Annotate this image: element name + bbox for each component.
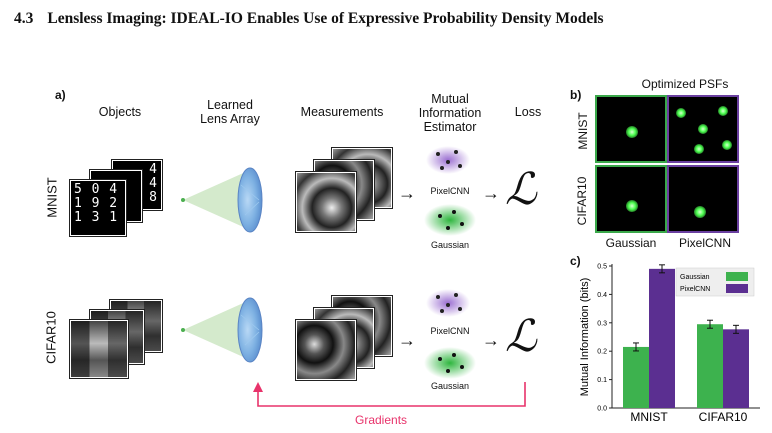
mnist-back-digits-row: 4 (149, 162, 158, 177)
y-tick-label: 0.5 (597, 264, 607, 271)
gradients-label: Gradients (355, 413, 408, 427)
psf-spot (698, 124, 708, 134)
psf-cifar-gaussian (595, 165, 667, 233)
objects-title: Objects (98, 105, 142, 119)
lens-facets (240, 184, 260, 216)
mnist-digits-row: 1 3 1 (74, 210, 119, 225)
psf-mnist-pixelcnn (667, 95, 739, 163)
cifar-object-front (70, 320, 128, 378)
y-axis-label: Mutual Information (bits) (580, 278, 591, 397)
psf-spot (694, 206, 706, 218)
loss-title: Loss (514, 105, 542, 119)
legend-label: Gaussian (680, 274, 710, 281)
legend-swatch (726, 284, 748, 293)
psf-row-label-cifar10: CIFAR10 (575, 176, 589, 226)
x-tick-label: MNIST (630, 410, 668, 424)
psf-spot (626, 200, 638, 212)
psf-col-label-gaussian: Gaussian (605, 236, 657, 250)
lens-mnist (237, 167, 263, 233)
psf-spot (722, 140, 732, 150)
estimator-graphic-cifar (424, 289, 476, 379)
arrow-to-estimator-mnist: → (398, 183, 416, 203)
pixelcnn-label-mnist: PixelCNN (430, 186, 470, 196)
row-label-mnist: MNIST (44, 177, 60, 218)
section-title: Lensless Imaging: IDEAL-IO Enables Use o… (47, 10, 604, 27)
loss-symbol-cifar: ℒ (505, 311, 537, 362)
psf-mnist-gaussian (595, 95, 667, 163)
panel-c-letter: c) (570, 254, 581, 268)
light-cone-mnist (183, 170, 250, 230)
psf-spot (694, 144, 704, 154)
bar-cifar10-gaussian (697, 324, 723, 408)
section-number: 4.3 (14, 10, 34, 27)
gaussian-label-mnist: Gaussian (430, 240, 470, 250)
panel-a-letter: a) (55, 88, 66, 102)
psf-spot (676, 108, 686, 118)
measurement-cifar-front (296, 320, 356, 380)
y-tick-label: 0.0 (597, 406, 607, 413)
bar-mnist-gaussian (623, 346, 649, 408)
x-tick-label: CIFAR10 (699, 410, 748, 424)
psf-spot (718, 106, 728, 116)
lens-title: Learned Lens Array (200, 98, 260, 126)
pixelcnn-points (436, 293, 462, 313)
psf-grid (594, 94, 740, 234)
psf-spot (626, 126, 638, 138)
gradients-arrow (253, 382, 526, 407)
psf-title: Optimized PSFs (641, 77, 729, 91)
estimator-graphic-mnist (424, 146, 476, 236)
measurements-title: Measurements (300, 105, 384, 119)
light-cone-cifar (183, 300, 250, 360)
arrow-to-loss-cifar: → (482, 330, 500, 350)
panel-b-letter: b) (570, 88, 582, 102)
y-tick-label: 0.2 (597, 349, 607, 356)
y-tick-label: 0.4 (597, 292, 607, 299)
bar-cifar10-pixelcnn (723, 329, 749, 408)
estimator-title: Mutual Information Estimator (418, 92, 482, 134)
legend-swatch (726, 272, 748, 281)
gaussian-density-icon (424, 347, 476, 379)
lens-cifar (237, 297, 263, 363)
bar-mnist-pixelcnn (649, 268, 675, 408)
mnist-digits-row: 5 0 4 (74, 182, 119, 197)
gaussian-points (438, 210, 464, 230)
y-tick-label: 0.1 (597, 377, 607, 384)
mnist-object-front: 5 0 4 1 9 2 1 3 1 (70, 180, 126, 236)
psf-col-label-pixelcnn: PixelCNN (678, 236, 731, 250)
lens-facets (240, 314, 260, 346)
y-tick-label: 0.3 (597, 320, 607, 327)
pixelcnn-points (436, 150, 462, 170)
measurement-mnist-front (296, 172, 356, 232)
mnist-back-digits-row: 8 (149, 190, 158, 205)
pixelcnn-label-cifar: PixelCNN (430, 326, 470, 336)
section-heading: 4.3 Lensless Imaging: IDEAL-IO Enables Us… (14, 10, 604, 28)
focal-point-cifar (181, 328, 185, 332)
psf-row-label-mnist: MNIST (576, 112, 590, 150)
mnist-digits-row: 1 9 2 (74, 196, 119, 211)
psf-cifar-pixelcnn (667, 165, 739, 233)
gaussian-density-icon (424, 204, 476, 236)
gaussian-points (438, 353, 464, 373)
lens-array-graphic (181, 167, 263, 363)
gaussian-label-cifar: Gaussian (430, 381, 470, 391)
legend-label: PixelCNN (680, 286, 710, 293)
arrow-to-loss-mnist: → (482, 183, 500, 203)
loss-symbol-mnist: ℒ (505, 164, 537, 215)
focal-point-mnist (181, 198, 185, 202)
row-label-cifar10: CIFAR10 (43, 311, 59, 364)
arrow-to-estimator-cifar: → (398, 330, 416, 350)
